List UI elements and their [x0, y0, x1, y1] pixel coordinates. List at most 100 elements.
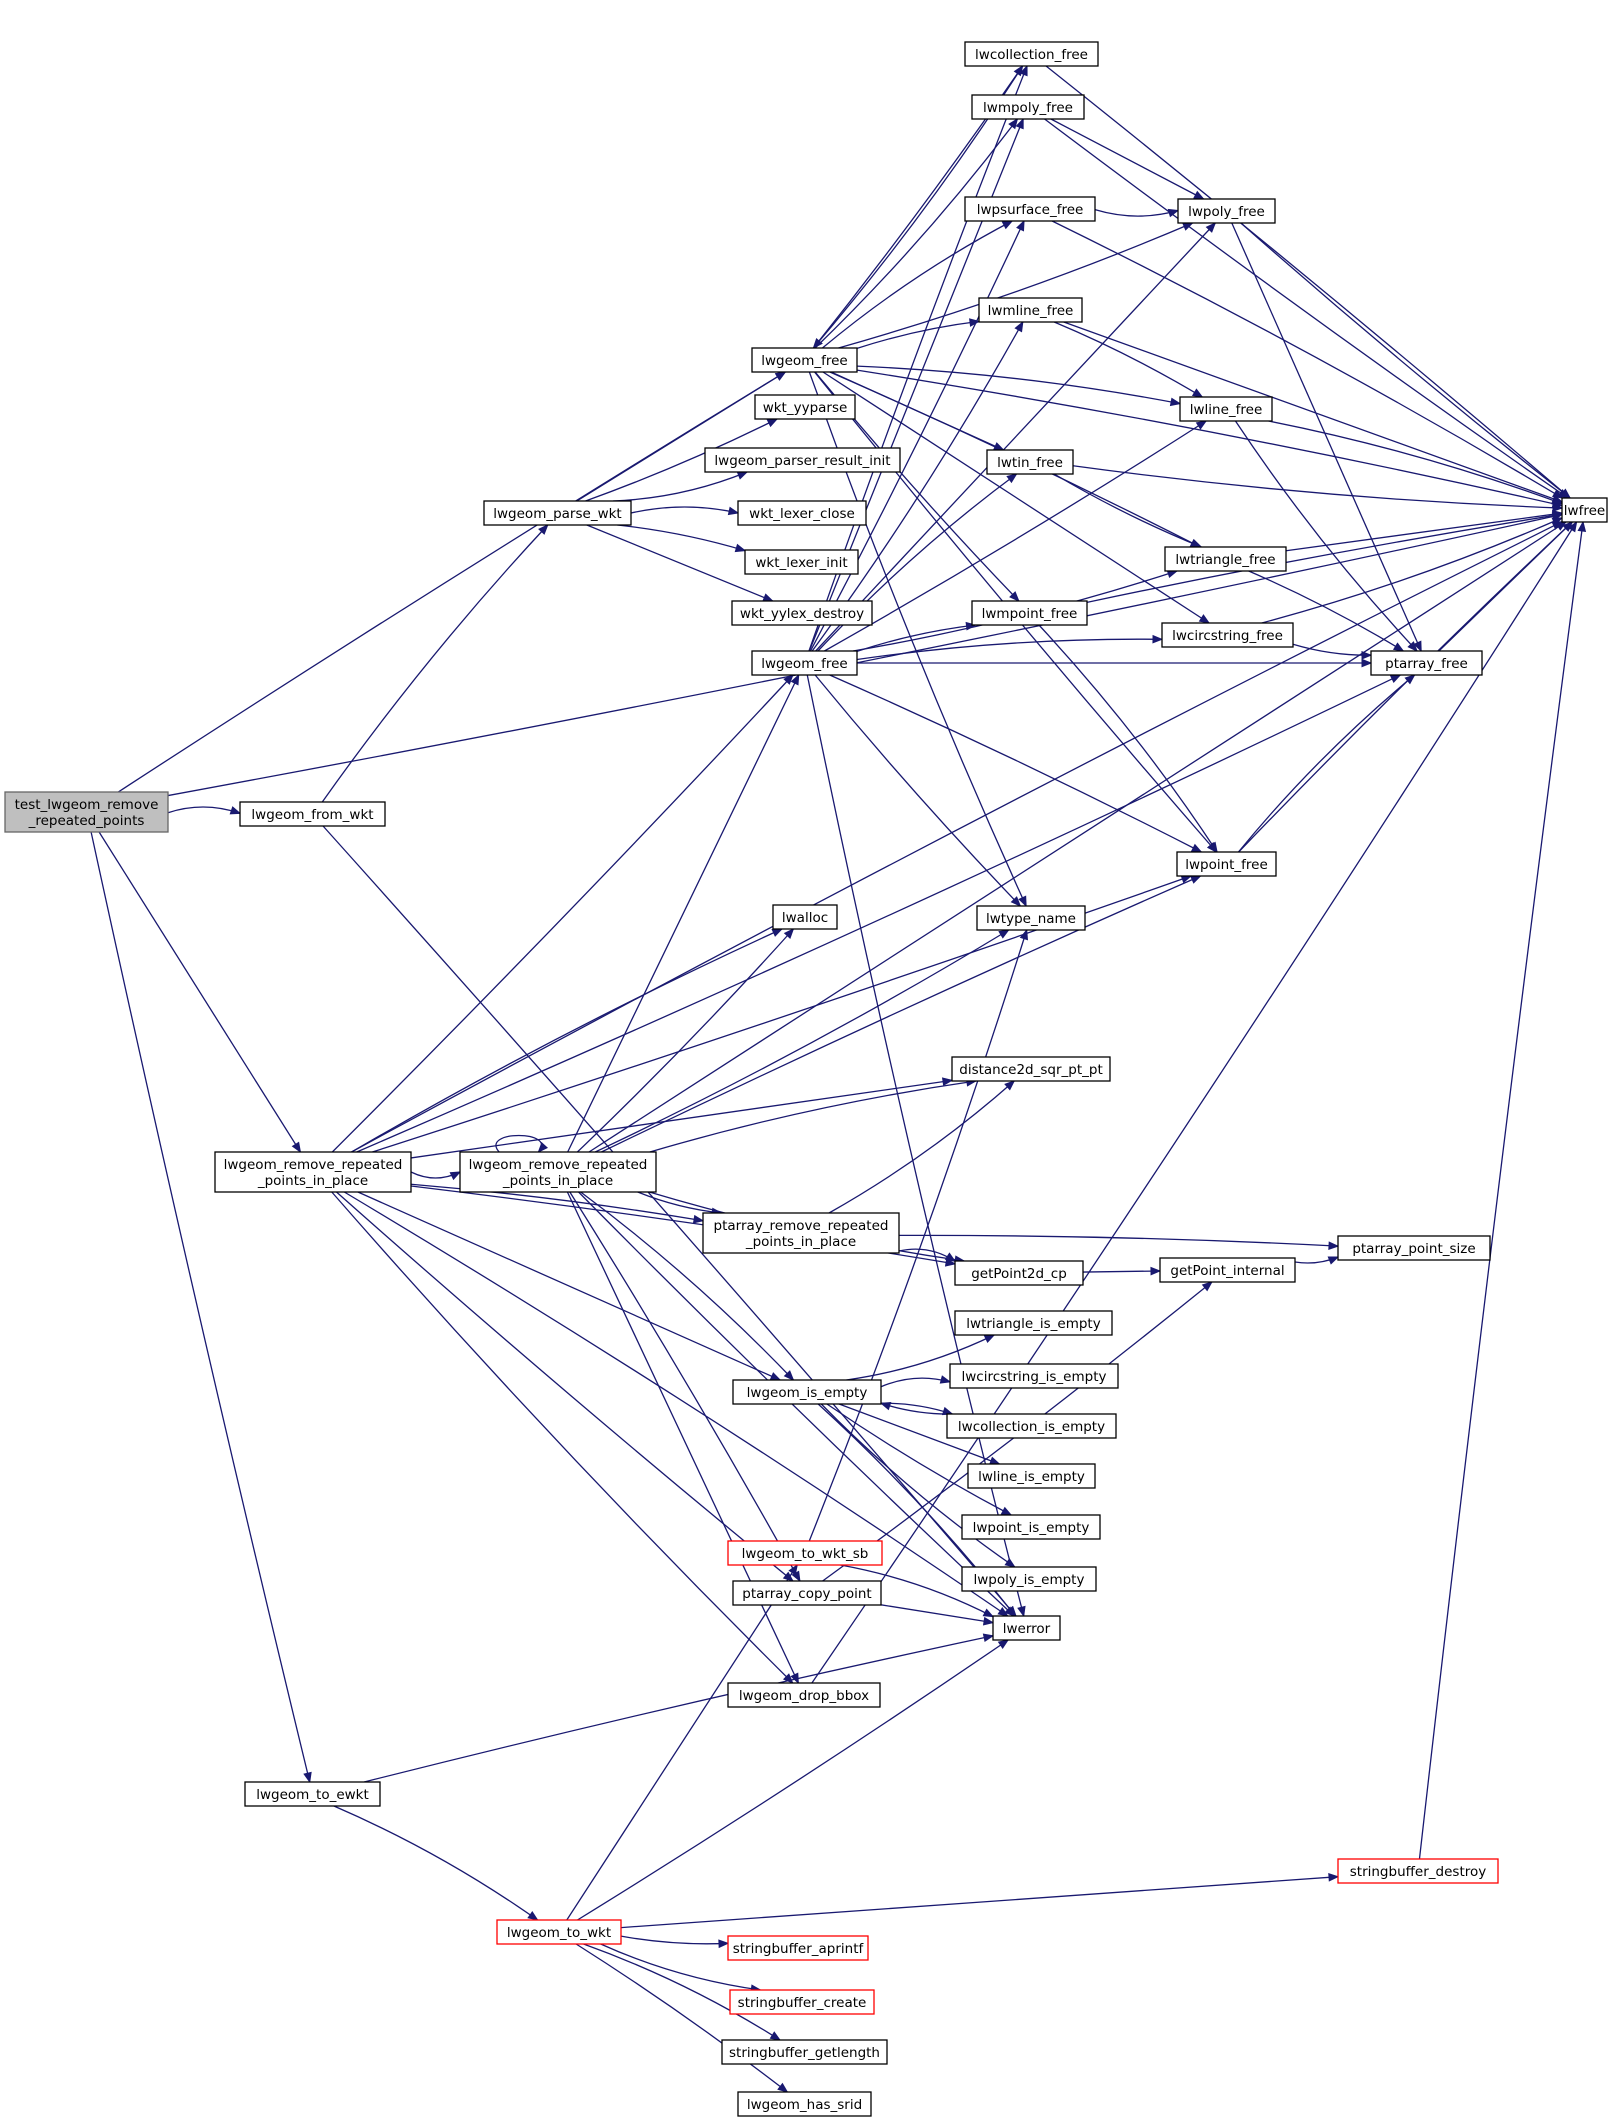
- arrowhead-to_wkt-to-sb_destroy: [1328, 1873, 1340, 1882]
- node-pt-size[interactable]: ptarray_point_size: [1337, 1235, 1491, 1261]
- arrowhead-pa_rrp-to-d2d: [1004, 1080, 1016, 1091]
- edge-to_wkt-to-to_wkt_sb: [566, 1564, 798, 1921]
- node-poly-empty[interactable]: lwpoly_is_empty: [961, 1566, 1097, 1592]
- node-box: [971, 94, 1085, 120]
- edge-rrp2-to-lwalloc: [576, 928, 794, 1153]
- node-box: [986, 449, 1074, 475]
- node-box: [702, 1212, 900, 1254]
- node-box: [951, 1056, 1111, 1082]
- node-circ-empty[interactable]: lwcircstring_is_empty: [949, 1363, 1119, 1389]
- node-to-ewkt[interactable]: lwgeom_to_ewkt: [244, 1781, 381, 1807]
- edge-circ_free-to-lwfree: [1261, 517, 1563, 624]
- edge-rrp-to-d2d: [410, 1079, 953, 1159]
- node-label: lwgeom_is_empty: [747, 1385, 868, 1401]
- node-lexer-init[interactable]: wkt_lexer_init: [744, 549, 859, 575]
- node-free-mid[interactable]: lwgeom_free: [751, 650, 858, 676]
- node-box: [1337, 1235, 1491, 1261]
- node-pa-free[interactable]: ptarray_free: [1370, 650, 1483, 676]
- node-to-wkt-sb[interactable]: lwgeom_to_wkt_sb: [727, 1540, 883, 1566]
- node-point-free[interactable]: lwpoint_free: [1176, 851, 1277, 877]
- node-box: [992, 1615, 1061, 1641]
- edge-copy_point-to-lwerror: [880, 1604, 994, 1624]
- node-free-top[interactable]: lwgeom_free: [751, 347, 858, 373]
- node-type-name[interactable]: lwtype_name: [976, 905, 1086, 931]
- node-box: [1337, 1858, 1499, 1884]
- node-box: [1177, 198, 1276, 224]
- node-yylex-destroy[interactable]: wkt_yylex_destroy: [731, 600, 873, 626]
- node-box: [732, 1580, 882, 1606]
- node-sb-destroy[interactable]: stringbuffer_destroy: [1337, 1858, 1499, 1884]
- edge-free_mid-to-point_free: [829, 674, 1202, 853]
- node-lexer-close[interactable]: wkt_lexer_close: [737, 500, 867, 526]
- node-point-empty[interactable]: lwpoint_is_empty: [961, 1514, 1101, 1540]
- node-gp2d[interactable]: getPoint2d_cp: [954, 1260, 1084, 1286]
- node-parser-init[interactable]: lwgeom_parser_result_init: [704, 447, 901, 473]
- node-mpoly-free[interactable]: lwmpoly_free: [971, 94, 1085, 120]
- arrowhead-free_top-to-psurf_free: [1001, 220, 1014, 230]
- node-box: [1161, 622, 1294, 648]
- node-to-wkt[interactable]: lwgeom_to_wkt: [496, 1919, 622, 1945]
- node-lwfree[interactable]: lwfree: [1561, 497, 1608, 523]
- arrowhead-parse_wkt-to-parser_init: [736, 471, 749, 480]
- node-label: lwpoly_is_empty: [974, 1572, 1085, 1588]
- node-copy-point[interactable]: ptarray_copy_point: [732, 1580, 882, 1606]
- node-box: [727, 1682, 881, 1708]
- node-line-empty[interactable]: lwline_is_empty: [967, 1463, 1096, 1489]
- node-coll-free[interactable]: lwcollection_free: [964, 41, 1099, 67]
- node-gp-internal[interactable]: getPoint_internal: [1159, 1257, 1296, 1283]
- node-lwalloc[interactable]: lwalloc: [772, 904, 838, 930]
- node-sb-aprintf[interactable]: stringbuffer_aprintf: [727, 1935, 869, 1961]
- node-box: [961, 1566, 1097, 1592]
- node-drop-bbox[interactable]: lwgeom_drop_bbox: [727, 1682, 881, 1708]
- arrowhead-rrp2-to-lwalloc: [783, 927, 795, 939]
- edge-tin_free-to-lwfree: [1072, 465, 1563, 509]
- edge-rrp-to-pa_free: [356, 674, 1401, 1153]
- edge-sb_destroy-to-lwfree: [1418, 521, 1584, 1860]
- edge-mpoly_free-to-poly_free: [1050, 118, 1204, 200]
- arrowhead-poly_free-to-pa_free: [1413, 640, 1422, 653]
- node-root[interactable]: test_lwgeom_remove_repeated_points: [4, 791, 169, 833]
- arrowhead-rrp-to-gp2d: [944, 1258, 957, 1267]
- node-has-srid[interactable]: lwgeom_has_srid: [737, 2091, 872, 2117]
- node-label: lwpsurface_free: [977, 202, 1084, 218]
- node-mline-free[interactable]: lwmline_free: [978, 297, 1083, 323]
- edge-to_wkt-to-sb_destroy: [620, 1876, 1339, 1929]
- node-circ-free[interactable]: lwcircstring_free: [1161, 622, 1294, 648]
- node-lwerror[interactable]: lwerror: [992, 1615, 1061, 1641]
- node-coll-empty[interactable]: lwcollection_is_empty: [946, 1413, 1117, 1439]
- node-box: [459, 1151, 657, 1193]
- node-pa-rrp[interactable]: ptarray_remove_repeated_points_in_place: [702, 1212, 900, 1254]
- node-line-free[interactable]: lwline_free: [1179, 396, 1273, 422]
- edge-rrp-to-lwerror: [343, 1191, 1009, 1617]
- node-sb-getlength[interactable]: stringbuffer_getlength: [721, 2039, 888, 2065]
- edge-free_mid-to-poly_free: [815, 222, 1216, 652]
- node-rrp2[interactable]: lwgeom_remove_repeated_points_in_place: [459, 1151, 657, 1193]
- node-sb-create[interactable]: stringbuffer_create: [729, 1989, 875, 2015]
- arrowhead-coll_free-to-free_top: [812, 337, 823, 350]
- node-rrp[interactable]: lwgeom_remove_repeated_points_in_place: [214, 1151, 412, 1193]
- node-from-wkt[interactable]: lwgeom_from_wkt: [239, 801, 386, 827]
- node-poly-free[interactable]: lwpoly_free: [1177, 198, 1276, 224]
- node-tri-empty[interactable]: lwtriangle_is_empty: [954, 1310, 1113, 1336]
- node-label: lwgeom_to_ewkt: [256, 1787, 369, 1803]
- arrowhead-to_wkt-to-has_srid: [777, 2082, 789, 2093]
- node-is-empty[interactable]: lwgeom_is_empty: [732, 1379, 882, 1405]
- node-psurf-free[interactable]: lwpsurface_free: [964, 196, 1096, 222]
- node-mpoint-free[interactable]: lwmpoint_free: [971, 600, 1088, 626]
- edge-root-to-rrp: [98, 831, 301, 1153]
- edge-pa_free-to-lwfree: [1438, 521, 1573, 652]
- arrowhead-free_mid-to-type_name: [1010, 896, 1022, 907]
- edge-free_top-to-circ_free: [822, 371, 1210, 624]
- node-wkt-yyparse[interactable]: wkt_yyparse: [754, 394, 856, 420]
- arrowhead-to_ewkt-to-lwerror: [982, 1633, 995, 1643]
- node-tin-free[interactable]: lwtin_free: [986, 449, 1074, 475]
- arrowhead-drop_bbox-to-lwfree: [1567, 520, 1578, 533]
- edge-circ_free-to-pa_free: [1292, 643, 1372, 656]
- node-d2d[interactable]: distance2d_sqr_pt_pt: [951, 1056, 1111, 1082]
- arrowhead-rrp2-to-is_empty: [783, 1370, 795, 1381]
- node-tri-free[interactable]: lwtriangle_free: [1164, 546, 1287, 572]
- node-label: lwgeom_free: [761, 656, 847, 672]
- edge-rrp-to-free_mid: [331, 674, 794, 1153]
- node-parse-wkt[interactable]: lwgeom_parse_wkt: [483, 500, 632, 526]
- arrowhead-poly_free-to-lwfree: [1559, 488, 1572, 499]
